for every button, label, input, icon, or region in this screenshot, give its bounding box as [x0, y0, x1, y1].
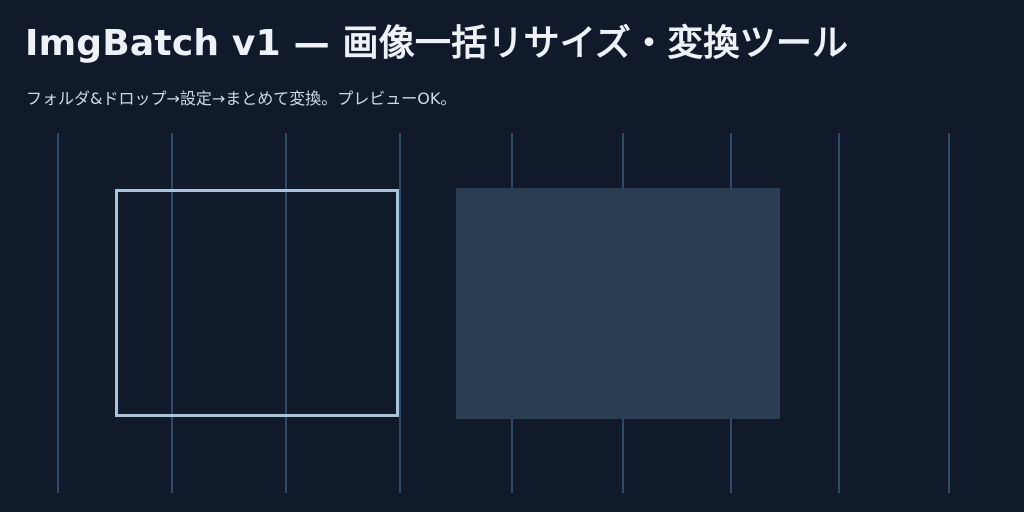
grid-line-0 [57, 133, 59, 493]
grid-line-3 [399, 133, 401, 493]
grid-line-8 [948, 133, 950, 493]
page-title: ImgBatch v1 — 画像一括リサイズ・変換ツール [25, 23, 849, 64]
grid-line-1 [171, 133, 173, 493]
grid-line-7 [838, 133, 840, 493]
page-subtitle: フォルダ&ドロップ→設定→まとめて変換。プレビューOK。 [26, 89, 457, 108]
header: ImgBatch v1 — 画像一括リサイズ・変換ツール フォルダ&ドロップ→設… [0, 0, 1024, 130]
filled-rectangle-placeholder[interactable] [456, 188, 780, 419]
outline-rectangle-placeholder[interactable] [115, 189, 399, 417]
grid-line-2 [285, 133, 287, 493]
